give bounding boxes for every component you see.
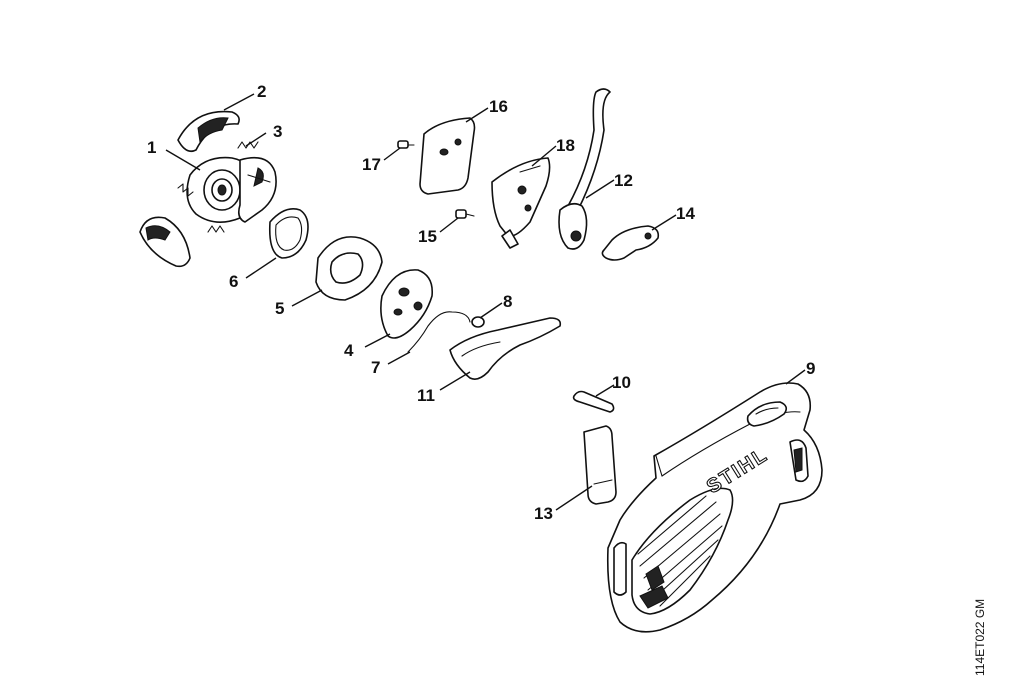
part-12-oil-hose: [558, 88, 611, 250]
callout-3: 3: [273, 122, 282, 141]
part-7-wire: [407, 311, 471, 353]
part-15-screw: [455, 209, 475, 219]
callout-9: 9: [806, 359, 815, 378]
callout-16: 16: [489, 97, 508, 116]
diagram-reference-code: 114ET022 GM: [973, 599, 987, 676]
callout-labels: 1 2 3 4 5 6 7 8 9 10 11 12 13 14 15 16 1…: [147, 82, 815, 523]
callout-10: 10: [612, 373, 631, 392]
part-6-drum-cover: [268, 208, 309, 259]
callout-5: 5: [275, 299, 284, 318]
part-14-lever: [601, 225, 660, 261]
part-18-bracket: [491, 157, 551, 249]
callout-13: 13: [534, 504, 553, 523]
callout-18: 18: [556, 136, 575, 155]
callout-6: 6: [229, 272, 238, 291]
part-4-plate: [380, 269, 434, 339]
callout-4: 4: [344, 341, 354, 360]
part-9-sprocket-cover: STIHL: [606, 382, 823, 633]
callout-15: 15: [418, 227, 437, 246]
callout-11: 11: [417, 386, 435, 405]
part-5-gasket: [315, 236, 383, 301]
callout-14: 14: [676, 204, 695, 223]
part-2-clutch-shoe: [177, 110, 240, 153]
part-13-pad: [583, 425, 617, 505]
part-1-clutch-hub: [186, 156, 277, 223]
callout-8: 8: [503, 292, 512, 311]
callout-1: 1: [147, 138, 156, 157]
callout-7: 7: [371, 358, 380, 377]
leader-lines: [165, 93, 806, 511]
callout-17: 17: [362, 155, 381, 174]
part-17-screw: [397, 140, 415, 149]
callout-12: 12: [614, 171, 633, 190]
part-16-bracket-plate: [419, 117, 476, 195]
part-11-guide-plate: [449, 317, 562, 380]
part-2b-clutch-shoe-lower: [139, 216, 191, 268]
part-10-pin: [572, 390, 615, 413]
part-8-nut: [471, 316, 485, 328]
callout-2: 2: [257, 82, 266, 101]
